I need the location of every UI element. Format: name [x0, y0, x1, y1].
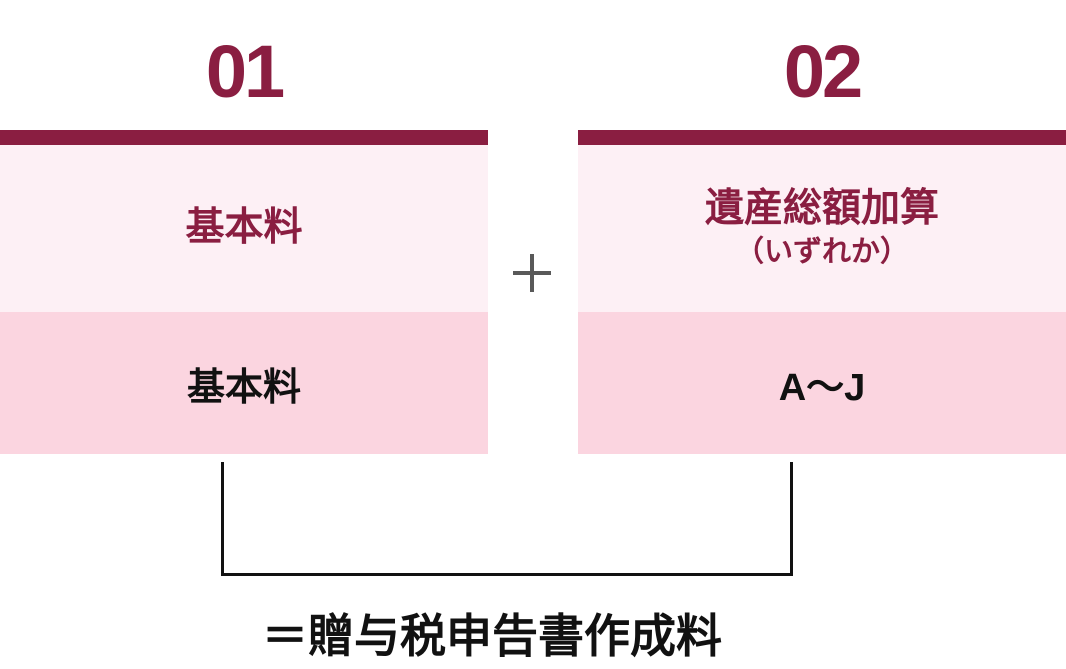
step-01-value-box: 基本料	[0, 312, 488, 454]
step-02-number: 02	[783, 30, 863, 113]
step-02-accent-bar	[578, 130, 1066, 145]
result-label: ＝贈与税申告書作成料	[262, 610, 722, 662]
step-01-number: 01	[205, 30, 285, 113]
step-02-value-label: A〜J	[778, 366, 866, 409]
step-02-value-box: A〜J	[578, 312, 1066, 454]
step-01-header-label: 基本料	[185, 206, 303, 250]
step-02-column: 02 遺産総額加算 （いずれか） A〜J	[578, 0, 1066, 454]
step-01-value-label: 基本料	[186, 366, 301, 409]
step-02-header-box: 遺産総額加算 （いずれか）	[578, 145, 1066, 312]
plus-icon	[513, 254, 551, 292]
step-02-header-label: 遺産総額加算	[704, 186, 939, 230]
step-01-column: 01 基本料 基本料	[0, 0, 488, 454]
step-01-accent-bar	[0, 130, 488, 145]
step-02-header-note: （いずれか）	[734, 236, 909, 269]
sum-bracket	[221, 462, 793, 576]
step-01-header-box: 基本料	[0, 145, 488, 312]
